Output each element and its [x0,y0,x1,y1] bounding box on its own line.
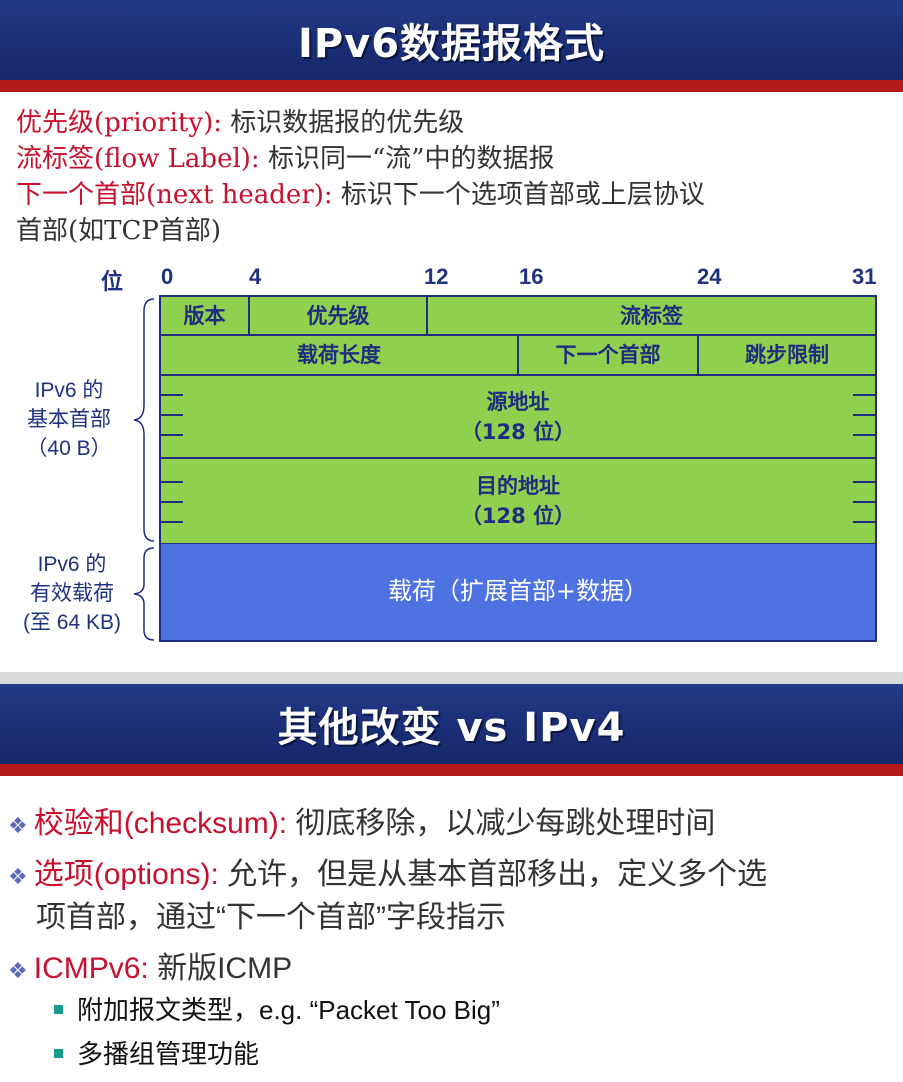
desc-next-header: 标识下一个选项首部或上层协议 [332,180,705,210]
field-payload-length: 载荷长度 [161,336,519,374]
field-destination-address: 目的地址 （128 位） [161,459,875,543]
line-flow-label: 流标签(flow Label): 标识同一“流”中的数据报 [16,138,555,175]
term-checksum: 校验和(checksum): [33,807,288,840]
line-next-header: 下一个首部(next header): 标识下一个选项首部或上层协议 [16,174,705,211]
desc-checksum: 彻底移除，以减少每跳处理时间 [287,807,716,840]
payload-side-label: IPv6 的 有效载荷 (至 64 KB) [8,550,136,637]
field-next-header: 下一个首部 [519,336,699,374]
header-brace-icon [133,298,155,542]
bullet-icmpv6: ❖ICMPv6: 新版ICMP [8,943,292,987]
diamond-bullet-icon: ❖ [8,864,28,889]
term-icmpv6: ICMPv6: [33,952,149,985]
line-next-header-cont: 首部(如TCP首部) [16,210,221,247]
bit-tick-24: 24 [697,264,722,289]
ruler-tick [853,394,875,396]
bit-label: 位 [101,269,124,294]
header-label-line2: 基本首部 [27,408,111,431]
field-source-address: 源地址 （128 位） [161,376,875,457]
slide-title-bar: IPv6数据报格式 [0,0,903,80]
ruler-tick [161,414,183,416]
bit-tick-16: 16 [519,264,544,289]
ruler-tick [161,501,183,503]
field-priority: 优先级 [250,297,428,334]
title-stripe [0,764,903,776]
ruler-tick [161,434,183,436]
diamond-bullet-icon: ❖ [8,813,28,838]
payload-row: 载荷（扩展首部+数据） [161,544,875,638]
term-flow-label: 流标签(flow Label): [16,144,260,174]
field-hop-limit: 跳步限制 [745,343,829,367]
ruler-tick [161,481,183,483]
field-version: 版本 [161,297,250,334]
dest-address-size: （128 位） [460,504,576,528]
ruler-tick [853,481,875,483]
term-options: 选项(options): [33,858,219,891]
subbullet-message-types: 附加报文类型，e.g. “Packet Too Big” [54,990,500,1027]
ipv6-payload-block: 载荷（扩展首部+数据） [159,544,877,642]
header-row-dest: 目的地址 （128 位） [161,459,875,543]
ruler-tick [853,414,875,416]
payload-label-line2: 有效载荷 [30,582,114,605]
desc-priority: 标识数据报的优先级 [221,108,465,138]
ipv6-header-diagram: 版本 优先级 流标签 载荷长度 下一个首部 跳步限制 源地址 （128 位） [159,295,877,545]
line-priority: 优先级(priority): 标识数据报的优先级 [16,102,464,139]
bit-tick-12: 12 [424,264,449,289]
header-row-2: 载荷长度 下一个首部 跳步限制 [161,336,875,376]
bullet-options-cont: 项首部，通过“下一个首部”字段指示 [36,892,506,936]
subbullet-multicast: 多播组管理功能 [54,1034,259,1071]
desc-options: 允许，但是从基本首部移出，定义多个选 [218,858,768,891]
field-flow-label: 流标签 [620,303,683,328]
source-address-size: （128 位） [460,419,576,444]
header-label-line1: IPv6 的 [34,379,104,402]
term-priority: 优先级(priority): [16,108,222,138]
term-next-header: 下一个首部(next header): [16,180,333,210]
square-bullet-icon [54,1004,63,1014]
slide-ipv6-format: IPv6数据报格式 优先级(priority): 标识数据报的优先级 流标签(f… [0,0,903,642]
desc-flow-label: 标识同一“流”中的数据报 [259,144,555,174]
square-bullet-icon [54,1048,63,1058]
bullet-checksum: ❖校验和(checksum): 彻底移除，以减少每跳处理时间 [8,798,715,842]
header-side-label: IPv6 的 基本首部 （40 B） [10,376,128,463]
slide-title: IPv6数据报格式 [297,21,606,67]
ruler-tick [853,501,875,503]
header-row-source: 源地址 （128 位） [161,376,875,459]
ruler-tick [853,434,875,436]
payload-brace-icon [133,547,155,641]
ruler-tick [161,521,183,523]
bit-tick-0: 0 [161,264,174,289]
subbullet-text: 附加报文类型，e.g. “Packet Too Big” [77,995,500,1025]
header-row-1: 版本 优先级 流标签 [161,297,875,336]
bullet-options: ❖选项(options): 允许，但是从基本首部移出，定义多个选 [8,849,767,893]
dest-address-name: 目的地址 [476,474,560,498]
header-label-line3: （40 B） [26,437,112,460]
ruler-tick [853,521,875,523]
desc-icmpv6: 新版ICMP [148,952,293,985]
desc-next-header-cont: 首部(如TCP首部) [16,216,222,246]
payload-label-line3: (至 64 KB) [22,611,122,634]
payload-label-line1: IPv6 的 [37,553,107,576]
desc-options-cont: 项首部，通过“下一个首部”字段指示 [36,901,506,934]
slide-title: 其他改变 vs IPv4 [277,705,626,751]
ruler-tick [161,394,183,396]
source-address-name: 源地址 [486,389,550,414]
bit-tick-4: 4 [249,264,262,289]
slide-other-changes: 其他改变 vs IPv4 ❖校验和(checksum): 彻底移除，以减少每跳处… [0,684,903,1082]
title-stripe [0,80,903,92]
slide-title-bar: 其他改变 vs IPv4 [0,684,903,764]
subbullet-text: 多播组管理功能 [77,1039,260,1069]
field-payload: 载荷（扩展首部+数据） [387,577,649,605]
diamond-bullet-icon: ❖ [8,958,28,983]
bit-tick-31: 31 [852,264,877,289]
slide-separator [0,672,903,684]
